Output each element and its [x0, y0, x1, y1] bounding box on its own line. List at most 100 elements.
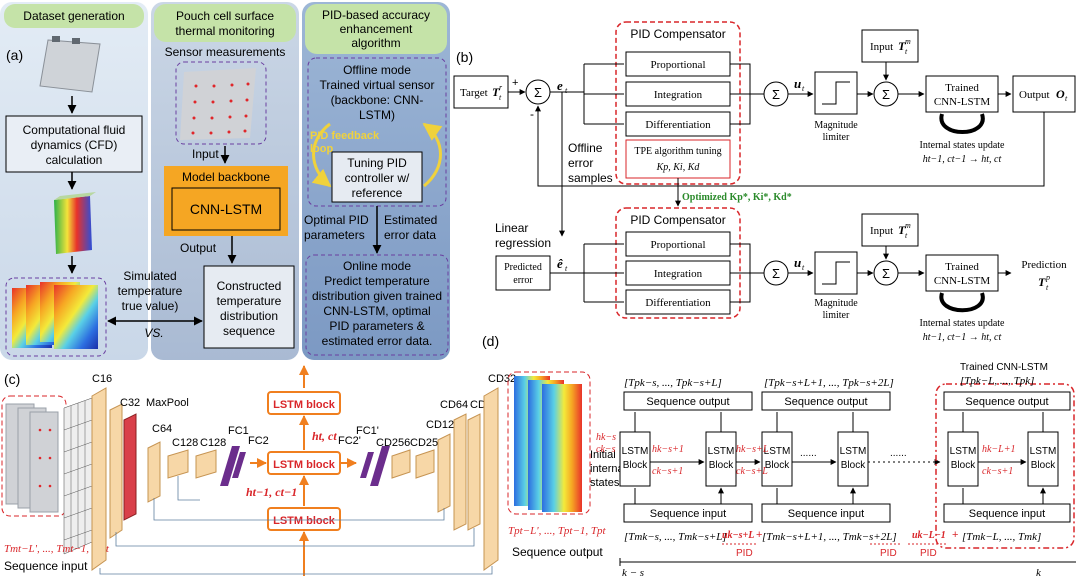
pid-loop-arrow-left	[311, 122, 332, 188]
in3-text: [Tmk−L, ..., Tmk]	[962, 531, 1041, 543]
pid3-text: PID	[920, 548, 937, 559]
lstm2b-t1: LSTM	[840, 446, 867, 457]
fc2-text: FC2	[248, 435, 269, 447]
lstm3b-t2: Block	[1031, 460, 1056, 471]
b-sum4-sigma: Σ	[772, 266, 780, 281]
header-pouch-text1: Pouch cell surface	[176, 9, 274, 23]
d2-vert-lines	[776, 412, 853, 504]
sensor-dots	[191, 82, 250, 135]
pid-comp2-title: PID Compensator	[630, 213, 725, 227]
axis-end: k	[1036, 567, 1042, 579]
predicted-box	[495, 255, 551, 291]
loop2-arrow	[939, 292, 985, 313]
magnitude1-text1: Magnitude	[814, 120, 858, 131]
sensor-frame	[175, 61, 267, 145]
panel-d: (d) Initial internal states [Tpk−s, ...,…	[482, 333, 1076, 579]
layer-c16	[91, 387, 107, 571]
lstm3a-box	[947, 431, 979, 487]
initial-text3: states	[590, 477, 620, 489]
header-pid-text2: enhancement	[340, 22, 413, 36]
trained-frame	[935, 383, 1075, 549]
lstm3b-t1: LSTM	[1030, 446, 1057, 457]
cd256a-text: CD256	[376, 437, 410, 449]
b-ehat: ê	[557, 256, 563, 271]
lstm3b-box	[1027, 431, 1059, 487]
b-feedback-line	[535, 105, 1045, 187]
cd128-text: CD128	[426, 419, 460, 431]
magnitude2-text2: limiter	[823, 310, 850, 321]
label-a: (a)	[6, 47, 23, 63]
layer-cd256b	[415, 449, 435, 479]
pid-comp1-title: PID Compensator	[630, 27, 725, 41]
trained1-text1: Trained	[945, 82, 979, 94]
b-sum3-sigma: Σ	[882, 87, 890, 102]
constructed-text2: temperature	[217, 294, 282, 308]
internal2-text2: ht−1, ct−1 → ht, ct	[923, 332, 1002, 343]
simulated-text1: Simulated	[123, 269, 176, 283]
tpe-box	[625, 139, 731, 179]
seq-out-text: Sequence output	[512, 545, 603, 559]
int2-text: Integration	[654, 268, 703, 280]
b-ut: u	[794, 76, 801, 91]
input-tm1-text: Input	[870, 41, 893, 53]
ht1-ct1-text: ht−1, ct−1	[246, 485, 297, 499]
seq-in3-box	[943, 503, 1071, 523]
h-ks: hk−s	[596, 432, 616, 443]
d1-vert-lines	[634, 412, 721, 504]
lstm1b-t2: Block	[709, 460, 734, 471]
b-sum2-sigma: Σ	[772, 87, 780, 102]
u-kl1: uk−L−1	[912, 530, 946, 541]
offline-text3: (backbone: CNN-	[331, 93, 424, 107]
fc1p-text: FC1'	[356, 425, 379, 437]
header-pid-text3: algorithm	[351, 36, 400, 50]
dots-link: ......	[890, 448, 907, 459]
diff2-text: Differentiation	[645, 297, 711, 309]
prop2-text: Proportional	[651, 239, 706, 251]
tuning-text3: reference	[352, 186, 403, 200]
estimated-text1: Estimated	[384, 213, 437, 227]
in1-text: [Tmk−s, ..., Tmk−s+L]	[624, 531, 727, 543]
tuning-box	[331, 151, 423, 203]
panel-a: Dataset generation Pouch cell surface th…	[0, 2, 450, 360]
predicted-text1: Predicted	[504, 262, 542, 273]
constructed-text3: distribution	[220, 309, 278, 323]
c-ks: ck−s	[596, 444, 616, 455]
header-pid-text1: PID-based accuracy	[322, 8, 430, 22]
online-text1: Online mode	[343, 259, 411, 273]
header-dataset	[4, 4, 144, 28]
cd64a-text: CD64	[440, 399, 468, 411]
prop2-box	[625, 231, 731, 257]
b-ut2: u	[794, 255, 801, 270]
layer-c32	[109, 403, 123, 539]
trained2-text1: Trained	[945, 261, 979, 273]
b-ut2-sub: t	[802, 263, 805, 272]
seq-in2-text: Sequence input	[788, 508, 864, 520]
output-b-sym: O	[1056, 87, 1065, 101]
offline-text4: LSTM)	[359, 108, 395, 122]
initial-text2: internal	[590, 463, 626, 475]
label-b: (b)	[456, 49, 473, 65]
online-text5: PID parameters &	[329, 319, 424, 333]
seq-in-grid	[63, 397, 93, 555]
b-et: e	[557, 78, 563, 93]
cnn-lstm-box	[171, 187, 281, 231]
backbone-text: Model backbone	[182, 170, 270, 184]
input-tm1-box	[861, 29, 919, 63]
lstm1a-box	[619, 431, 651, 487]
lstm2a-t1: LSTM	[764, 446, 791, 457]
input-tm1-sup: m	[905, 37, 911, 46]
h-ks1: hk−s+1	[652, 444, 684, 455]
seq-out2-box	[761, 391, 891, 411]
constructed-box	[203, 265, 295, 349]
constructed-text1: Constructed	[217, 279, 282, 293]
lstm2b-box	[837, 431, 869, 487]
b-merge-lines2	[730, 243, 764, 303]
sim-frame	[5, 277, 107, 357]
kparams-text: Kp, Ki, Kd	[656, 162, 701, 173]
int1-box	[625, 81, 731, 107]
limiter1-icon	[822, 81, 850, 105]
target-sup: r	[499, 83, 503, 92]
magnitude1-text2: limiter	[823, 132, 850, 143]
seq-in1-text: Sequence input	[650, 508, 726, 520]
